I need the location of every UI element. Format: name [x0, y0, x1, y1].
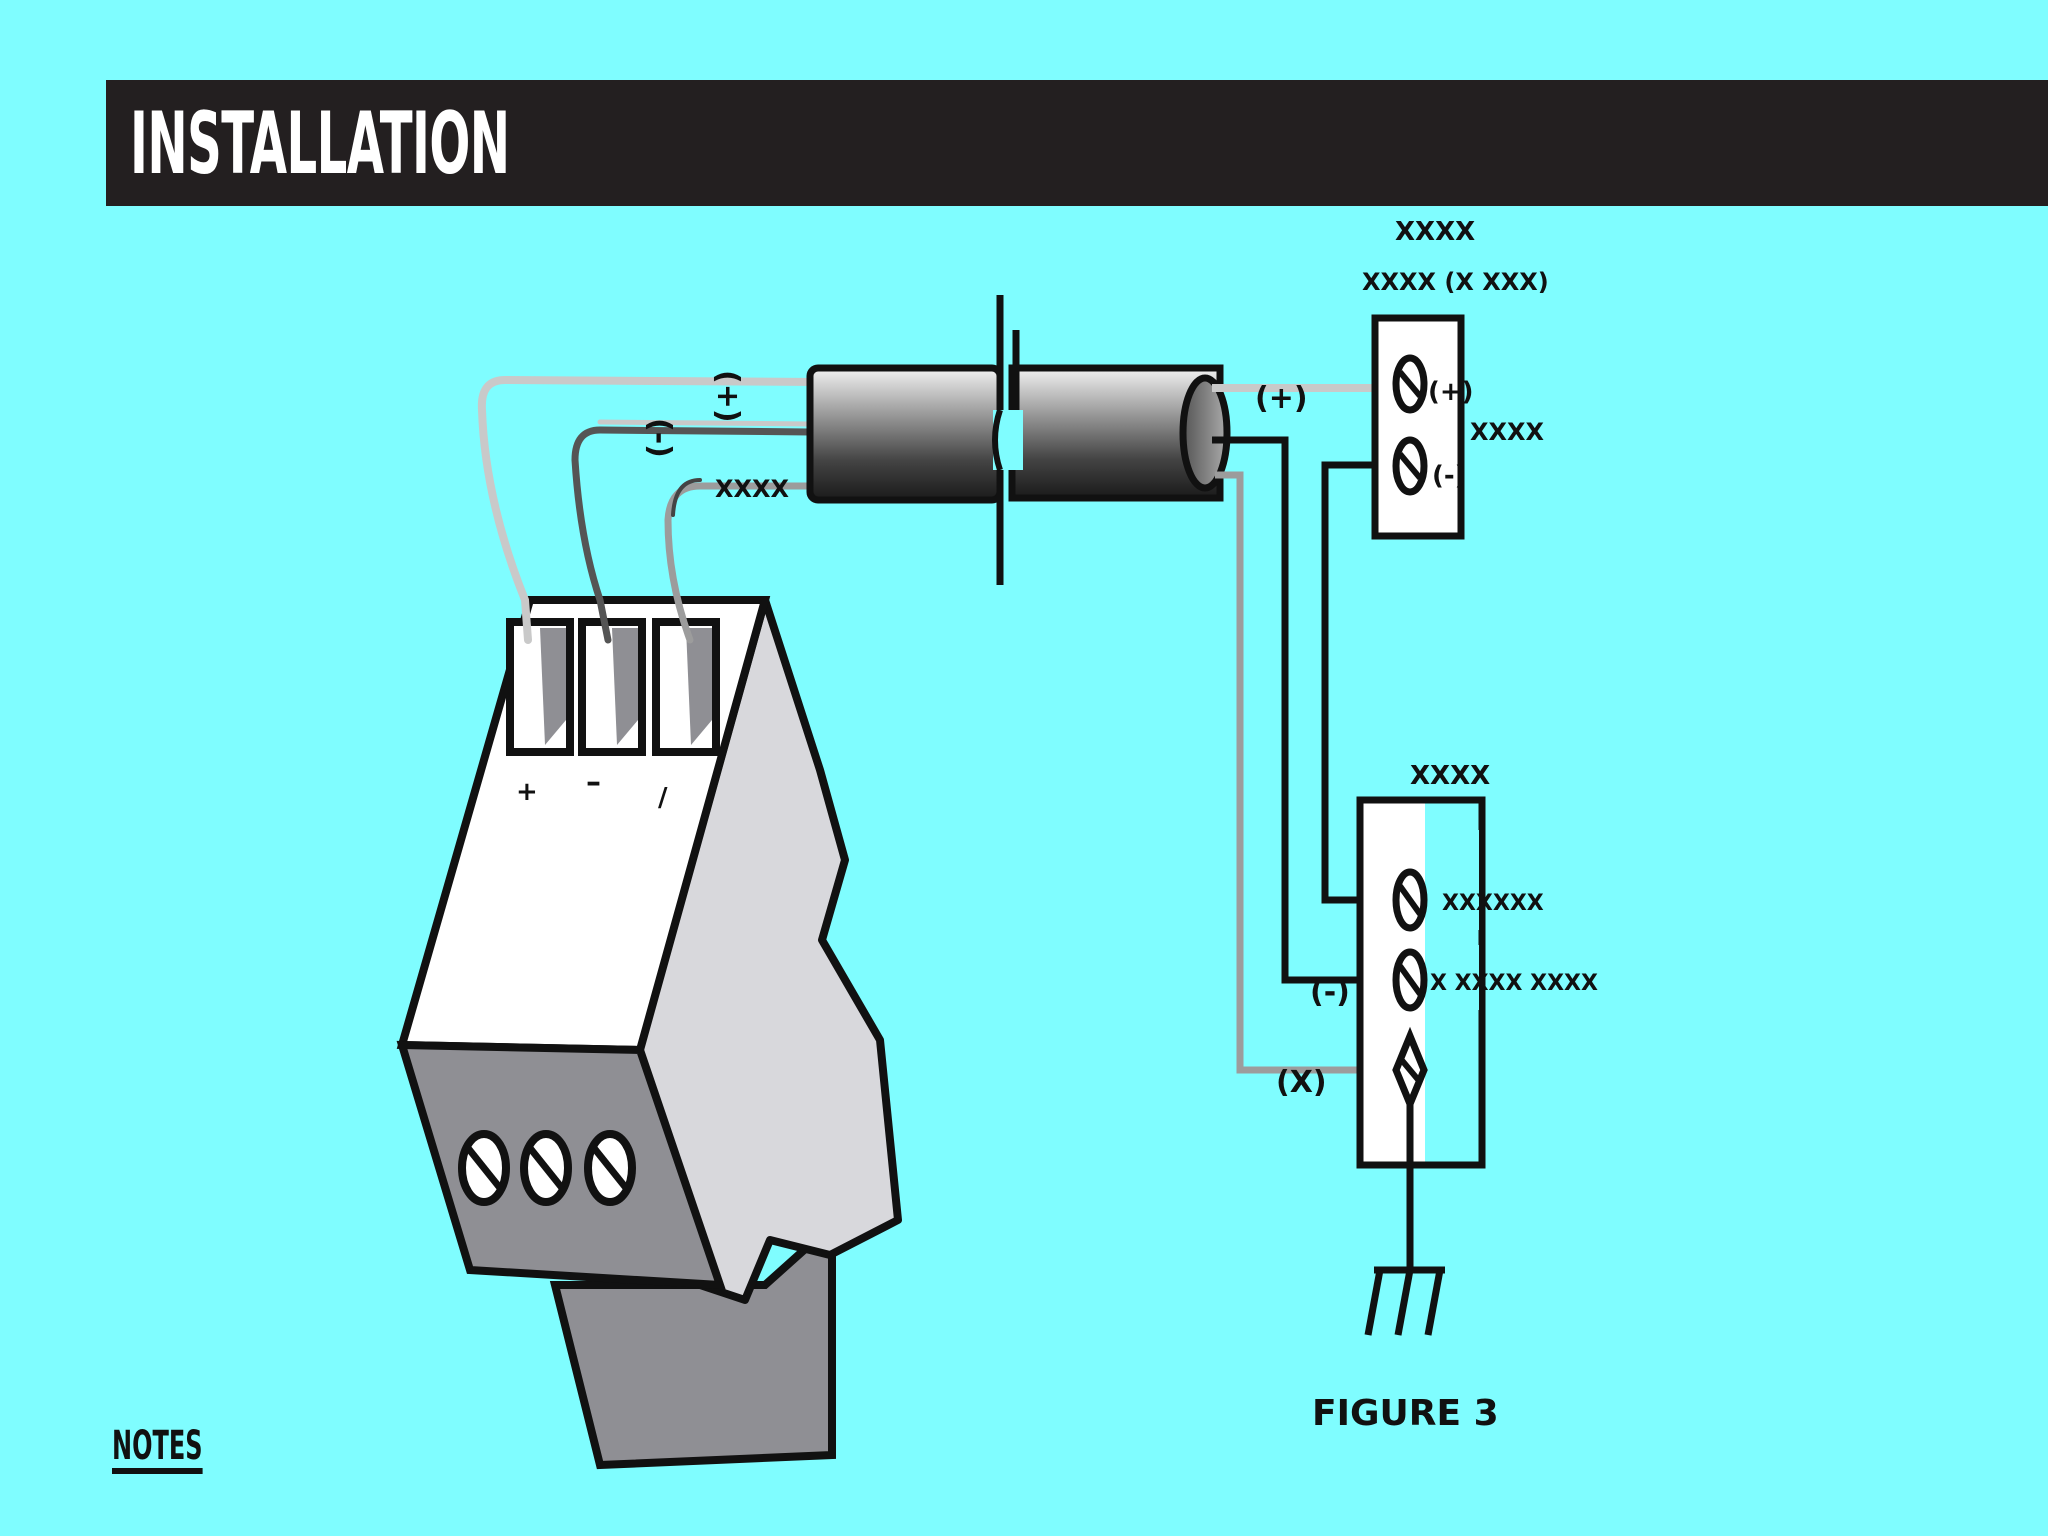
bottom-terminal2-label: X XXXX XXXX	[1430, 971, 1598, 996]
wire-minus-out	[1212, 436, 1400, 984]
module-terminal-label-plus: +	[516, 777, 538, 807]
module-terminal-label-minus: –	[586, 765, 601, 800]
wire-label-minus: (-)	[642, 418, 677, 458]
bottom-terminal-common	[1392, 868, 1428, 932]
earth-ground-symbol	[1364, 1104, 1445, 1336]
top-terminal-label-minus: (-)	[1432, 461, 1467, 491]
wire-shield-dark	[671, 478, 702, 517]
wire-label-plus-out: (+)	[1255, 381, 1308, 416]
section-header-bar: INSTALLATION	[106, 80, 2048, 206]
wire-shield-out	[1215, 471, 1400, 1074]
front-screw-2	[520, 1130, 572, 1206]
terminal-slot-shield	[652, 618, 720, 756]
top-terminal-label-plus: (+)	[1428, 377, 1474, 407]
shielded-cable	[806, 295, 1231, 585]
figure-label: FIGURE 3	[1312, 1393, 1499, 1434]
wire-minus-light	[597, 419, 813, 427]
section-title: INSTALLATION	[130, 94, 510, 194]
top-terminal-plus	[1392, 354, 1428, 414]
top-device-line1: XXXX	[1395, 217, 1475, 247]
top-device: XXXX XXXX (X XXX) (+) (-) XXXX	[1362, 217, 1549, 540]
top-device-box	[1371, 314, 1465, 540]
bottom-device: XXXX XXXXXX X XXXX XXXX FIGURE 3	[1312, 761, 1598, 1434]
wire-label-bottom-minus: (-)	[1310, 975, 1350, 1010]
wire-label-bottom-shield: (X)	[1276, 1065, 1327, 1100]
bottom-terminal1-label: XXXXXX	[1442, 891, 1544, 916]
top-device-line2: XXXX (X XXX)	[1362, 268, 1549, 296]
terminal-slot-minus	[578, 618, 646, 756]
wire-plus-gray	[477, 375, 824, 644]
front-screw-3	[584, 1130, 636, 1206]
wire-label-shield: XXXX	[715, 475, 790, 503]
top-terminal-minus	[1392, 436, 1428, 496]
terminal-slot-plus	[506, 618, 574, 756]
wire-minus-dark	[571, 426, 814, 644]
cable-end	[1179, 374, 1231, 492]
bottom-terminal-input	[1392, 948, 1428, 1012]
cable-body-left	[806, 364, 1004, 504]
wire-shield	[664, 482, 816, 644]
module-terminal-label-shield: /	[658, 783, 668, 813]
bottom-device-title: XXXX	[1410, 761, 1490, 791]
top-device-side-label: XXXX	[1470, 418, 1545, 446]
notes-heading: NOTES	[112, 1424, 203, 1474]
wire-label-plus: (+)	[710, 370, 745, 423]
module-wires	[477, 375, 824, 644]
din-module: + – /	[396, 596, 902, 1470]
front-screw-1	[458, 1130, 510, 1206]
